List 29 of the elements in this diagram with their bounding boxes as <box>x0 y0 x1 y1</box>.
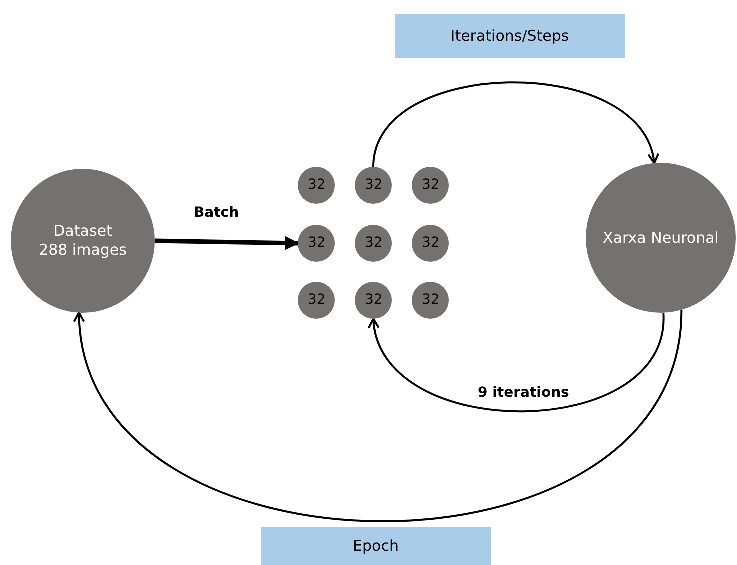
node-text: 32 <box>308 176 325 194</box>
node-text: 288 images <box>39 241 127 260</box>
arrow <box>372 82 658 168</box>
batch-circle <box>298 282 335 319</box>
label-band <box>395 14 625 58</box>
batch-circle <box>298 225 335 262</box>
batch-circle <box>412 225 449 262</box>
arrow <box>154 236 300 250</box>
arrow <box>74 310 683 522</box>
batch-circle <box>355 225 392 262</box>
node-text: 32 <box>365 234 382 252</box>
node-text: 32 <box>308 234 325 252</box>
batch-circle <box>412 167 449 204</box>
arrow <box>370 312 665 413</box>
node-text: Xarxa Neuronal <box>603 228 719 248</box>
node-text: Iterations/Steps <box>450 26 570 46</box>
node-text: 32 <box>422 234 439 252</box>
node-text: 32 <box>308 292 325 310</box>
node-text: 32 <box>422 176 439 194</box>
node-text: 32 <box>422 292 439 310</box>
node-text: Dataset <box>54 222 112 241</box>
label-band <box>261 527 491 565</box>
node-text: Epoch <box>353 536 399 556</box>
node-text: 32 <box>365 176 382 194</box>
batch-circle <box>355 167 392 204</box>
batch-circle <box>412 282 449 319</box>
node-text: 32 <box>365 292 382 310</box>
batch-circle <box>355 282 392 319</box>
batch-circle <box>298 167 335 204</box>
